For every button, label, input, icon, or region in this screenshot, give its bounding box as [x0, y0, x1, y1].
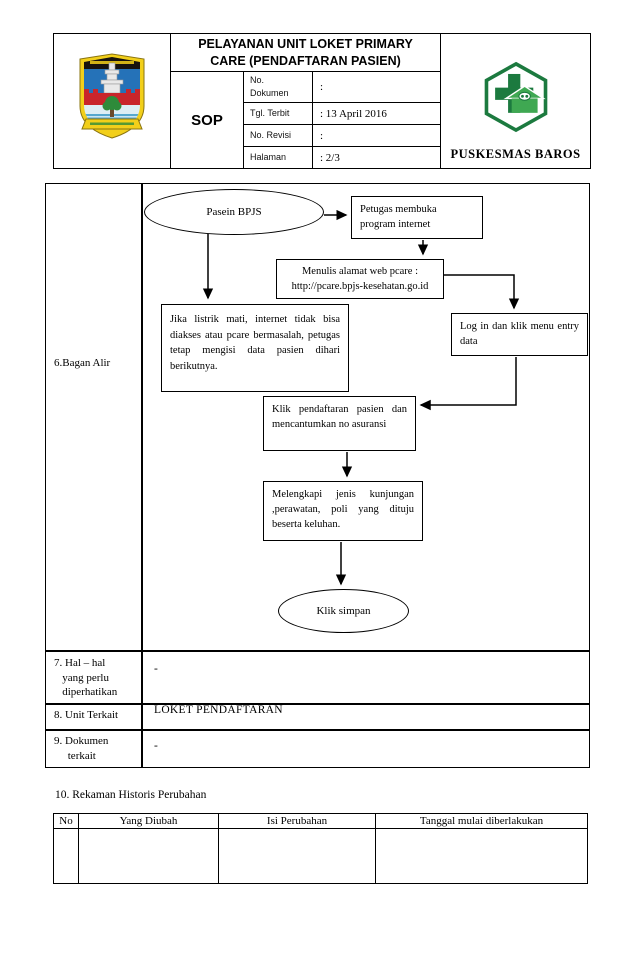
doc-type-label: SOP: [170, 71, 244, 169]
title-line-1: PELAYANAN UNIT LOKET PRIMARY: [198, 36, 413, 51]
section-label-dokumen-terkait: 9. Dokumen terkait: [54, 735, 109, 762]
title-line-2: CARE (PENDAFTARAN PASIEN): [210, 53, 401, 68]
flow-node-start: Pasein BPJS: [144, 189, 324, 235]
historis-col-yang-diubah: Yang Diubah: [78, 813, 219, 829]
historis-col-isi-perubahan: Isi Perubahan: [218, 813, 376, 829]
historis-cell-yang-diubah: [78, 828, 219, 884]
row-divider-3: [46, 729, 589, 731]
value-hal-hal: -: [154, 663, 158, 675]
historis-cell-tanggal: [375, 828, 588, 884]
field-label-no-revisi: No. Revisi: [243, 124, 313, 147]
flow-node-pendaftaran: Klik pendaftaran pasien dan mencantumkan…: [263, 396, 416, 451]
field-value-no-revisi: :: [311, 124, 442, 147]
puskesmas-logo-icon: [484, 61, 547, 132]
org-cell: PUSKESMAS BAROS: [440, 33, 592, 169]
historis-cell-isi-perubahan: [218, 828, 376, 884]
arrow-login-to-pendaftaran: [419, 357, 517, 411]
org-name: PUSKESMAS BAROS: [450, 146, 581, 161]
historis-heading: 10. Rekaman Historis Perubahan: [55, 789, 207, 801]
flow-node-menulis: Menulis alamat web pcare : http://pcare.…: [276, 259, 444, 299]
section-label-bagan-alir: 6.Bagan Alir: [54, 357, 111, 369]
field-value-no-dokumen: :: [311, 71, 442, 103]
historis-col-tanggal: Tanggal mulai diberlakukan: [375, 813, 588, 829]
city-emblem-icon: [79, 52, 145, 139]
field-label-tgl-terbit: Tgl. Terbit: [243, 102, 313, 125]
historis-cell-no: [53, 828, 79, 884]
menulis-line-2: http://pcare.bpjs-kesehatan.go.id: [291, 281, 429, 292]
historis-header-row: No Yang Diubah Isi Perubahan Tanggal mul…: [53, 813, 588, 829]
historis-table: No Yang Diubah Isi Perubahan Tanggal mul…: [53, 813, 588, 884]
field-label-halaman: Halaman: [243, 146, 313, 169]
historis-empty-row: [53, 828, 588, 884]
main-table: 6.Bagan Alir 7. Hal – hal yang perlu dip…: [45, 183, 590, 768]
flow-node-end: Klik simpan: [278, 589, 409, 633]
arrow-menulis-to-login: [444, 274, 520, 310]
city-emblem-cell: [53, 33, 171, 169]
row-divider-2: [46, 703, 589, 705]
header-table: PELAYANAN UNIT LOKET PRIMARY CARE (PENDA…: [53, 33, 592, 169]
document-title: PELAYANAN UNIT LOKET PRIMARY CARE (PENDA…: [169, 33, 442, 72]
flow-node-jika: Jika listrik mati, internet tidak bisa d…: [161, 304, 349, 392]
value-unit-terkait: LOKET PENDAFTARAN: [154, 704, 283, 716]
section-label-unit-terkait: 8. Unit Terkait: [54, 709, 119, 721]
menulis-line-1: Menulis alamat web pcare :: [301, 266, 419, 277]
flow-node-login: Log in dan klik menu entry data: [451, 313, 588, 356]
section-label-hal-hal: 7. Hal – hal yang perlu diperhatikan: [54, 657, 118, 698]
flow-node-melengkapi: Melengkapi jenis kunjungan ,perawatan, p…: [263, 481, 423, 541]
value-dokumen-terkait: -: [154, 740, 158, 752]
field-value-tgl-terbit: : 13 April 2016: [311, 102, 442, 125]
column-divider: [141, 184, 143, 767]
historis-col-no: No: [53, 813, 79, 829]
row-divider-1: [46, 650, 589, 652]
emblem-ribbon: [81, 118, 143, 129]
flow-node-petugas: Petugas membuka program internet: [351, 196, 483, 239]
field-label-no-dokumen: No. Dokumen: [243, 71, 313, 103]
field-value-halaman: : 2/3: [311, 146, 442, 169]
